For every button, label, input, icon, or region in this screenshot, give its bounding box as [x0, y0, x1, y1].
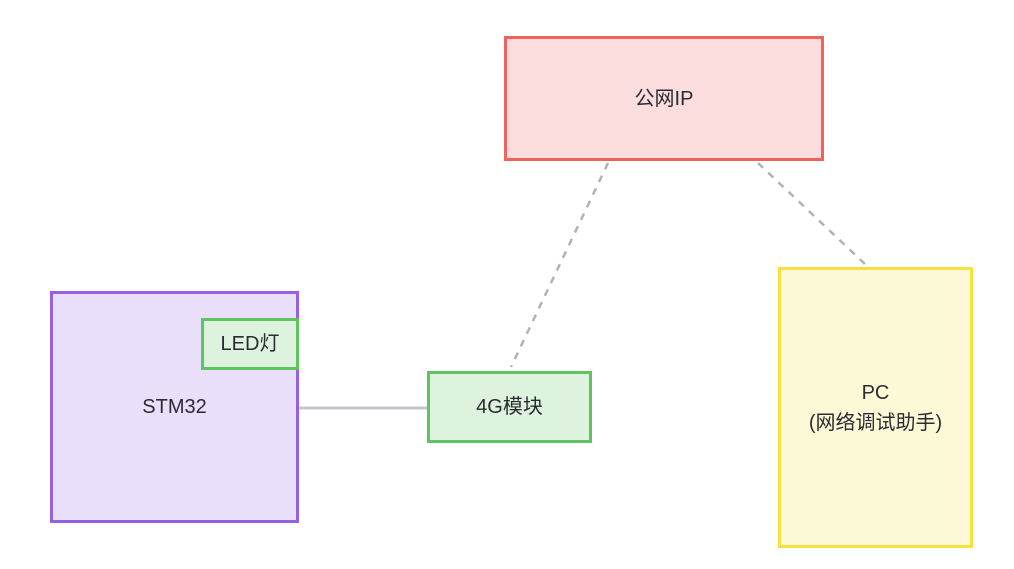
edge-publicip-4gmodule	[509, 162, 610, 368]
edge-publicip-pc	[757, 162, 867, 266]
node-public-ip: 公网IP	[504, 36, 824, 161]
node-public-ip-label: 公网IP	[634, 87, 694, 110]
node-pc: PC (网络调试助手)	[778, 267, 973, 548]
node-4g-module-label: 4G模块	[476, 396, 543, 418]
node-stm32-label: STM32	[142, 396, 207, 418]
node-led-light: LED灯	[201, 318, 299, 370]
node-4g-module: 4G模块	[427, 371, 592, 443]
node-led-light-label: LED灯	[220, 333, 280, 355]
node-pc-label-line2: (网络调试助手)	[808, 411, 943, 434]
node-pc-label-line1: PC	[861, 381, 890, 404]
